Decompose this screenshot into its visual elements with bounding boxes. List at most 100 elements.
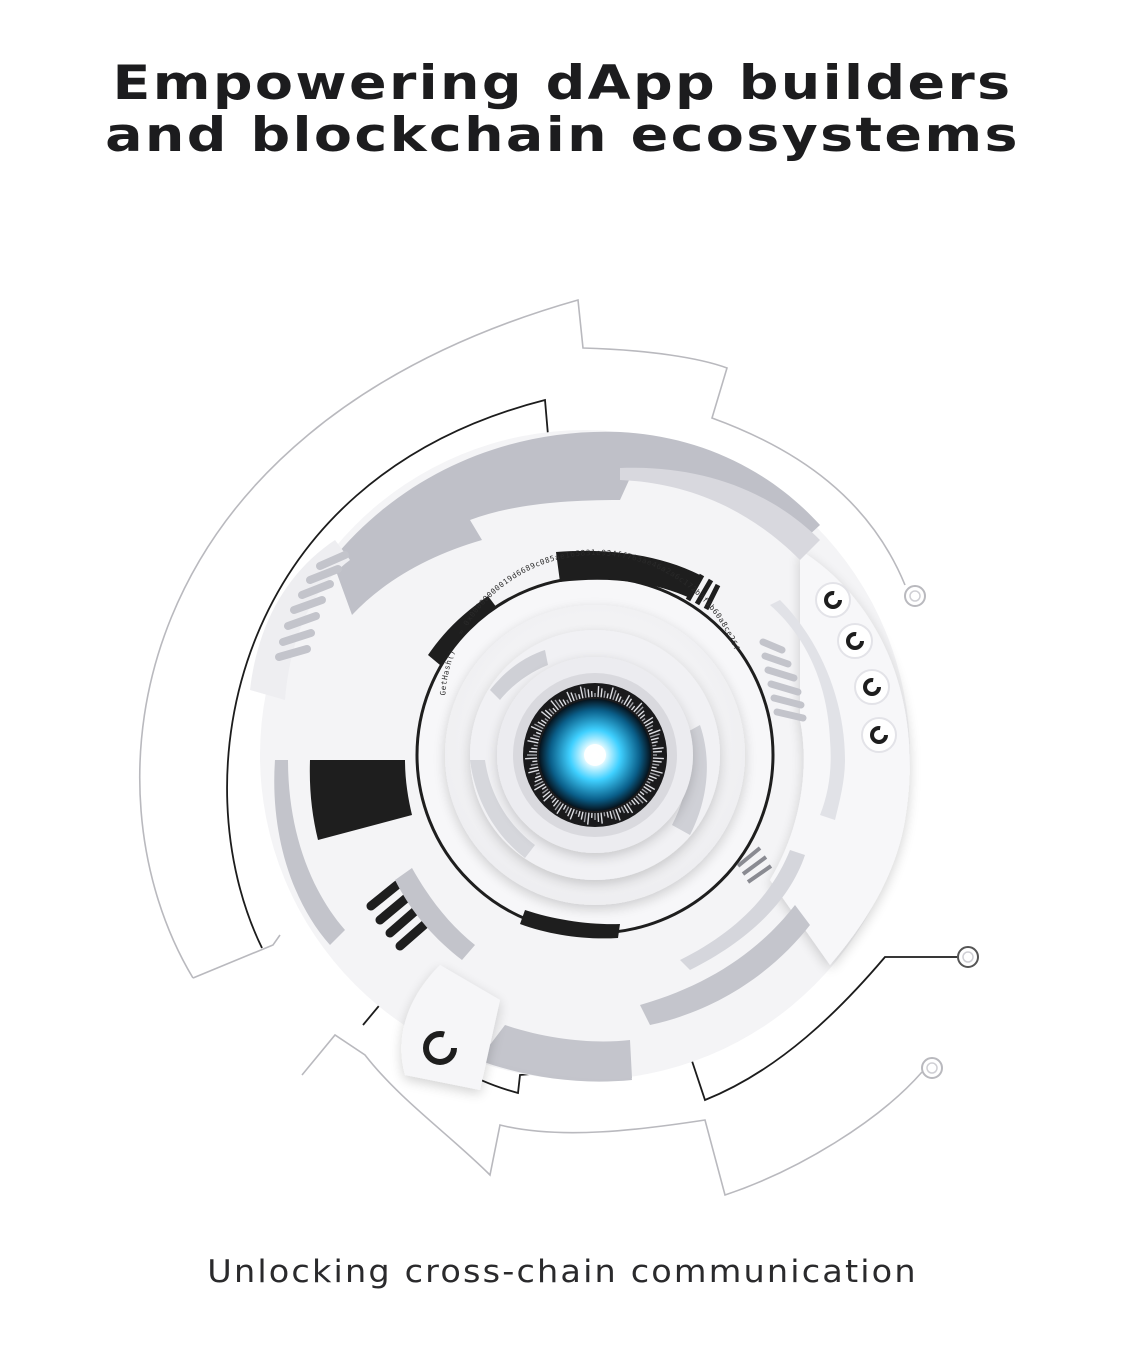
black-block-left [309, 760, 412, 840]
core-tick [628, 702, 634, 709]
core-tick [617, 807, 622, 813]
core-tick [540, 719, 547, 724]
core-tick [641, 788, 648, 794]
core-tick [534, 783, 546, 791]
core-tick [617, 696, 622, 703]
core-tick [633, 702, 643, 713]
core-tick [532, 734, 541, 738]
core-tick [562, 804, 567, 810]
headline-line-2: and blockchain ecosystems [105, 108, 1020, 163]
core-tick [566, 699, 570, 704]
core-tick [651, 741, 658, 744]
core-tick [652, 744, 657, 747]
core-tick [609, 810, 613, 819]
core-tick [649, 772, 660, 777]
core-tick [648, 729, 661, 735]
core-tick [530, 763, 538, 766]
core-tick [597, 686, 600, 698]
core-tick [649, 733, 660, 738]
core-tick [647, 777, 654, 782]
core-tick [542, 788, 549, 794]
core-tick [633, 797, 640, 805]
black-arc-top-stripes [685, 573, 721, 611]
core-tick [646, 780, 651, 784]
core-tick [600, 688, 603, 698]
core-tick [603, 812, 606, 817]
core-tick [620, 806, 626, 814]
core-tick [648, 775, 657, 780]
core-tick [644, 720, 654, 727]
core-tick [626, 698, 633, 707]
core-tick [534, 780, 544, 787]
core-tick [570, 692, 575, 702]
core-tick [612, 690, 617, 701]
core-tick [644, 783, 656, 791]
core-tick [628, 801, 633, 806]
core-tick [612, 809, 617, 820]
core-tick [527, 739, 539, 744]
core-tick [630, 799, 636, 806]
black-arc-top [556, 550, 700, 598]
inner-gray-arc-lower [470, 760, 535, 858]
black-arc-bottom [520, 910, 620, 939]
outer-circuit-line-top [138, 298, 906, 979]
core-tick [531, 747, 538, 750]
core-tick [615, 808, 621, 821]
core-center [584, 744, 606, 766]
core-tick [575, 809, 578, 815]
core-tick [534, 775, 542, 779]
core-tick [637, 710, 645, 717]
core-tick [626, 803, 634, 814]
core-tick [529, 766, 539, 770]
core-tick [643, 786, 652, 793]
core-tick [535, 772, 541, 775]
core-tick [562, 699, 567, 706]
core-tick [574, 692, 578, 701]
core-tick [532, 760, 538, 763]
core-tick [620, 699, 624, 704]
black-arc-left [428, 596, 497, 665]
core-tick [530, 725, 543, 733]
core-tick [578, 693, 581, 700]
core-tick [569, 808, 575, 820]
core-tick [550, 795, 555, 800]
headline: Empowering dApp builders and blockchain … [0, 58, 1125, 162]
core-tick [543, 793, 553, 802]
core-tick [603, 690, 606, 698]
core-tick [615, 693, 620, 702]
inner-gray-arc-left [490, 650, 548, 700]
core-tick [579, 686, 584, 699]
core-tick [652, 757, 664, 760]
core-tick [580, 811, 584, 820]
core-tick [534, 723, 544, 730]
core-tick [541, 786, 547, 790]
core-tick [651, 766, 657, 769]
right-gray-arc [770, 600, 845, 820]
core-tick [542, 790, 551, 798]
core-tick [552, 707, 557, 713]
badge-ring-icon [423, 1031, 457, 1065]
core-tick [609, 687, 614, 700]
core-tick [630, 705, 636, 711]
core-tick [525, 757, 538, 760]
right-ring-icons [815, 582, 897, 753]
core-tick [552, 799, 560, 807]
left-grille [275, 551, 349, 661]
core-tick [548, 708, 555, 715]
core-tick [635, 795, 644, 804]
core-tick [567, 807, 573, 817]
core-tick [623, 694, 631, 706]
core-tick [583, 687, 587, 698]
core-tick [586, 812, 590, 825]
core-tick [606, 811, 609, 818]
core-tick [530, 736, 540, 741]
core-tick [650, 737, 659, 741]
outer-circuit-line-black [226, 398, 549, 949]
core-tick [544, 709, 553, 717]
tagline: Unlocking cross-chain communication [207, 1254, 918, 1290]
black-bars-lower-right [736, 846, 773, 884]
circuit-line-bottom-left [192, 934, 281, 979]
core-tick [635, 706, 644, 715]
core-tick [535, 731, 542, 735]
bottom-gray-arc-big [480, 1025, 632, 1080]
